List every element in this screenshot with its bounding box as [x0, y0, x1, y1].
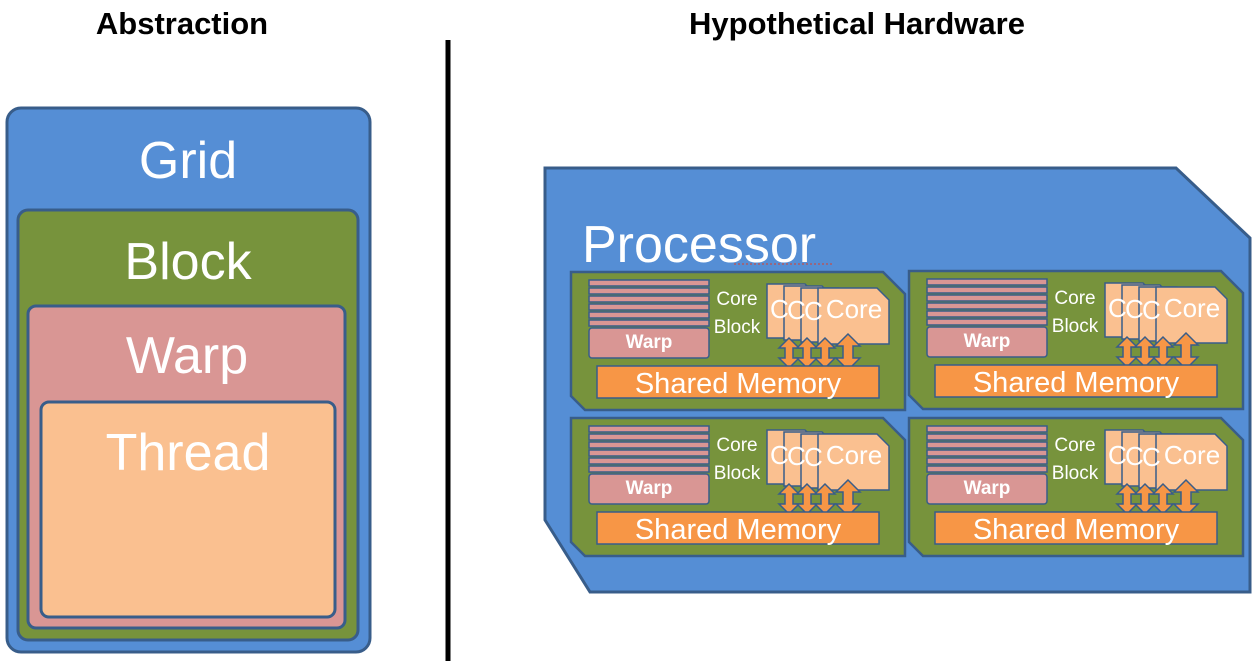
unit-core-label: Core — [826, 440, 882, 470]
unit-core-block-label-line1: Core — [716, 289, 757, 310]
unit-core-partial-label: C — [1142, 442, 1161, 472]
compute-unit: Warp Core Block C C C Core Shared Memory — [569, 416, 907, 558]
thread-box — [39, 400, 337, 619]
processor-label: Processor — [582, 216, 816, 274]
unit-warp-label: Warp — [626, 332, 673, 353]
unit-core-block-label-line1: Core — [1054, 288, 1095, 309]
grid-label: Grid — [139, 132, 237, 190]
unit-core-block-label-line1: Core — [716, 435, 757, 456]
unit-core-partial-label: C — [804, 442, 823, 472]
unit-core-partial-label: C — [1108, 440, 1127, 470]
unit-core-partial-label: C — [770, 440, 789, 470]
abstraction-heading: Abstraction — [96, 6, 268, 41]
unit-core-label: Core — [1164, 440, 1220, 470]
unit-core-partial-label: C — [804, 296, 823, 326]
unit-core-block-label-line2: Block — [714, 463, 761, 484]
compute-unit: Warp Core Block C C C Core Shared Memory — [907, 269, 1245, 411]
unit-core-partial-label: C — [1125, 294, 1144, 324]
unit-shared-memory-label: Shared Memory — [973, 367, 1180, 399]
unit-core-partial-label: C — [770, 294, 789, 324]
unit-core-block-label-line2: Block — [1052, 463, 1099, 484]
hardware-diagram: Processor Warp Core Block C C C Core Sha… — [543, 166, 1252, 594]
unit-core-partial-label: C — [1108, 293, 1127, 323]
unit-shared-memory-label: Shared Memory — [635, 514, 842, 546]
unit-core-label: Core — [826, 294, 882, 324]
compute-unit: Warp Core Block C C C Core Shared Memory — [569, 270, 907, 412]
unit-warp-label: Warp — [626, 478, 673, 499]
compute-unit: Warp Core Block C C C Core Shared Memory — [907, 416, 1245, 558]
unit-warp-label: Warp — [964, 331, 1011, 352]
abstraction-hierarchy: Grid Block Warp Thread — [5, 106, 372, 654]
block-label: Block — [124, 233, 252, 291]
unit-core-block-label-line2: Block — [1052, 316, 1099, 337]
unit-core-partial-label: C — [1142, 295, 1161, 325]
unit-core-partial-label: C — [1125, 441, 1144, 471]
thread-label: Thread — [106, 424, 271, 482]
unit-core-partial-label: C — [787, 441, 806, 471]
unit-core-block-label-line1: Core — [1054, 435, 1095, 456]
unit-warp-label: Warp — [964, 478, 1011, 499]
unit-shared-memory-label: Shared Memory — [973, 514, 1180, 546]
hypothetical-hardware-heading: Hypothetical Hardware — [689, 6, 1025, 41]
unit-core-label: Core — [1164, 293, 1220, 323]
unit-core-block-label-line2: Block — [714, 317, 761, 338]
unit-core-partial-label: C — [787, 295, 806, 325]
warp-label: Warp — [126, 327, 248, 385]
unit-shared-memory-label: Shared Memory — [635, 368, 842, 400]
